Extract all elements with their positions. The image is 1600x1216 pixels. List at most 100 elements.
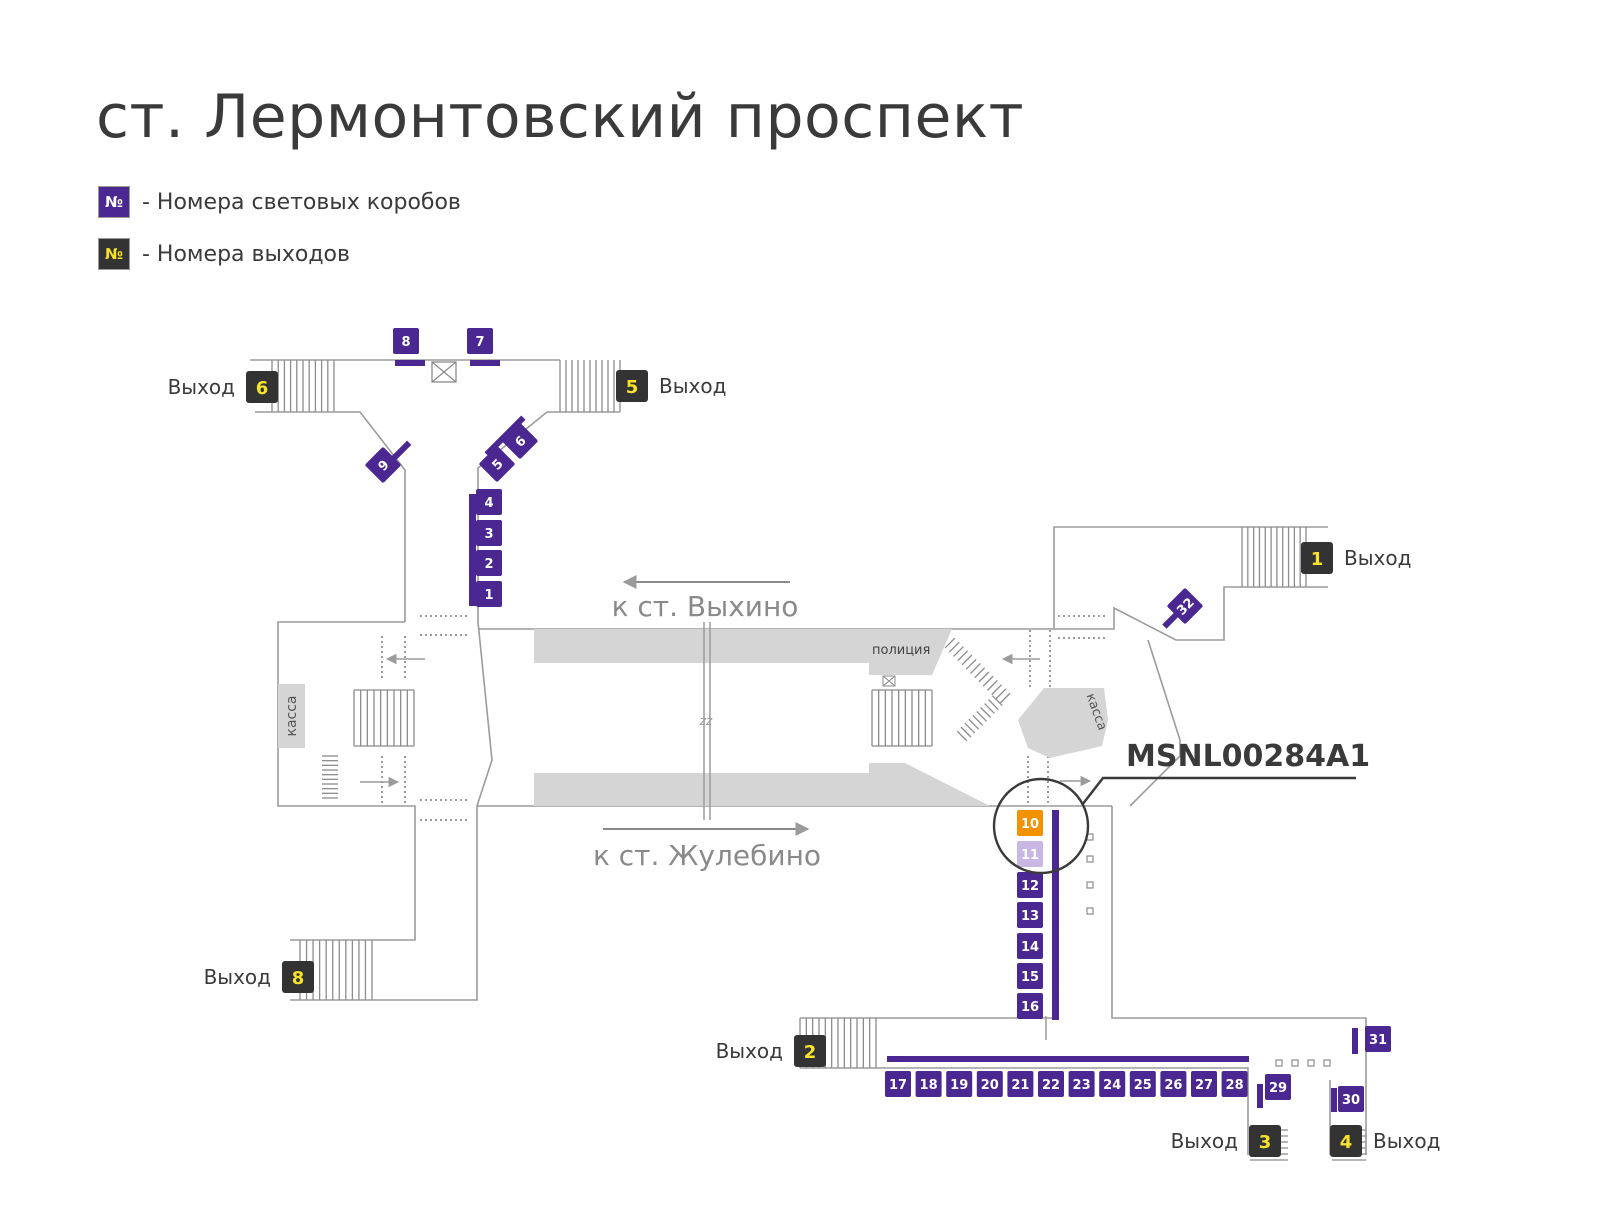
elevator-icon (882, 675, 896, 687)
exit-number: 6 (256, 378, 269, 399)
lightbox-bar (484, 415, 526, 457)
lightbox-number: 4 (484, 496, 493, 511)
lightbox-27: 27 (1191, 1071, 1217, 1097)
legend-lightbox-swatch: № (98, 186, 130, 218)
lightbox-bar (1257, 1084, 1263, 1108)
callout-leader-line (1081, 776, 1356, 806)
lightbox-15: 15 (1017, 963, 1043, 989)
lightbox-24: 24 (1099, 1071, 1126, 1097)
lightbox-3: 3 (476, 520, 502, 546)
lightbox-18: 18 (915, 1071, 942, 1097)
lightbox-number: 1 (484, 588, 493, 603)
legend-exit-swatch: № (98, 238, 130, 270)
exit-number: 5 (626, 377, 639, 398)
lightbox-number: 27 (1195, 1078, 1213, 1093)
lightbox-28: 28 (1221, 1071, 1248, 1097)
lightbox-31: 31 (1365, 1026, 1391, 1052)
stairs-exit-8 (299, 940, 373, 1000)
legend-exits: № - Номера выходов (98, 238, 350, 270)
lightbox-29: 29 (1265, 1074, 1291, 1100)
lightbox-2: 2 (476, 550, 502, 576)
exit-4: 4 Выход (1330, 1125, 1440, 1157)
lightbox-number: 25 (1134, 1078, 1152, 1093)
lightbox-21: 21 (1007, 1071, 1034, 1097)
lightbox-20: 20 (976, 1071, 1003, 1097)
lightbox-13: 13 (1017, 902, 1043, 928)
lightbox-number: 14 (1021, 940, 1039, 955)
lightbox-number: 17 (889, 1078, 907, 1093)
exit-number: 8 (292, 968, 305, 989)
diagonal-stairs-lower (956, 695, 1003, 742)
page-title: ст. Лермонтовский проспект (96, 82, 1025, 152)
escalator-middle (871, 689, 933, 747)
lightbox-number: 31 (1369, 1033, 1387, 1048)
direction-zhulebino: к ст. Жулебино (593, 822, 821, 872)
lightbox-5: 5 (479, 446, 515, 482)
lightbox-1: 1 (476, 581, 502, 607)
lightbox-9: 9 (365, 447, 401, 483)
lightbox-number: 28 (1226, 1078, 1244, 1093)
lightbox-number: 19 (950, 1078, 968, 1093)
lightbox-bar (469, 494, 476, 606)
small-stairs-west (322, 755, 338, 799)
lightbox-23: 23 (1068, 1071, 1095, 1097)
lightbox-30: 30 (1338, 1086, 1364, 1112)
lightbox-number: 22 (1042, 1078, 1060, 1093)
lightbox-number: 10 (1021, 817, 1039, 832)
exit-number: 1 (1311, 549, 1324, 570)
lightbox-12: 12 (1017, 872, 1043, 898)
lightbox-bar (470, 360, 500, 366)
lightbox-6: 6 (502, 423, 538, 459)
stairs-exit-5 (559, 360, 621, 412)
callout-id-label: MSNL00284A1 (1126, 739, 1370, 774)
lightbox-number: 2 (484, 557, 493, 572)
exit-label: Выход (204, 965, 271, 989)
direction-zhulebino-label: к ст. Жулебино (593, 839, 821, 872)
escalator-west (353, 689, 415, 747)
lightbox-number: 30 (1342, 1093, 1360, 1108)
lightbox-25: 25 (1129, 1071, 1156, 1097)
direction-vykhino-label: к ст. Выхино (612, 590, 799, 623)
lightbox-number: 23 (1073, 1078, 1091, 1093)
lightbox-number: 29 (1269, 1081, 1287, 1096)
exit-label: Выход (716, 1039, 783, 1063)
lightbox-10: 10 (1017, 810, 1043, 836)
lightbox-22: 22 (1038, 1071, 1064, 1097)
lightbox-number: 15 (1021, 970, 1039, 985)
exit-number: 4 (1340, 1132, 1353, 1153)
lightbox-14: 14 (1017, 933, 1043, 959)
lightbox-26: 26 (1160, 1071, 1187, 1097)
ticket-office-west-label: касса (284, 695, 300, 736)
exit-6: 6 Выход (168, 371, 278, 403)
lightbox-number: 21 (1011, 1078, 1029, 1093)
lightbox-number: 26 (1164, 1078, 1182, 1093)
highlight-circle (992, 777, 1090, 875)
flow-arrows (360, 653, 1092, 1040)
lightbox-bar (395, 360, 425, 366)
exit-number: 3 (1259, 1132, 1272, 1153)
lightbox-number: 24 (1103, 1078, 1121, 1093)
exit-label: Выход (168, 375, 235, 399)
lightbox-number: 20 (981, 1078, 999, 1093)
pillar-markers (1086, 833, 1331, 1067)
exit-label: Выход (1373, 1129, 1440, 1153)
lightbox-number: 3 (484, 527, 493, 542)
dotted-lines (381, 615, 1108, 821)
lightbox-bar (887, 1056, 1249, 1062)
lightbox-bar (1331, 1088, 1337, 1112)
lightbox-number: 12 (1021, 879, 1039, 894)
lightbox-8: 8 (393, 328, 419, 354)
legend-lightbox-text: - Номера световых коробов (142, 189, 461, 215)
police-room-label: полиция (872, 643, 930, 658)
lightbox-7: 7 (467, 328, 493, 354)
lightbox-11: 11 (1017, 841, 1043, 867)
exit-label: Выход (1344, 546, 1411, 570)
exit-8: 8 Выход (204, 961, 314, 993)
diagonal-stairs-upper (944, 637, 1011, 704)
lightbox-number: 18 (920, 1078, 938, 1093)
